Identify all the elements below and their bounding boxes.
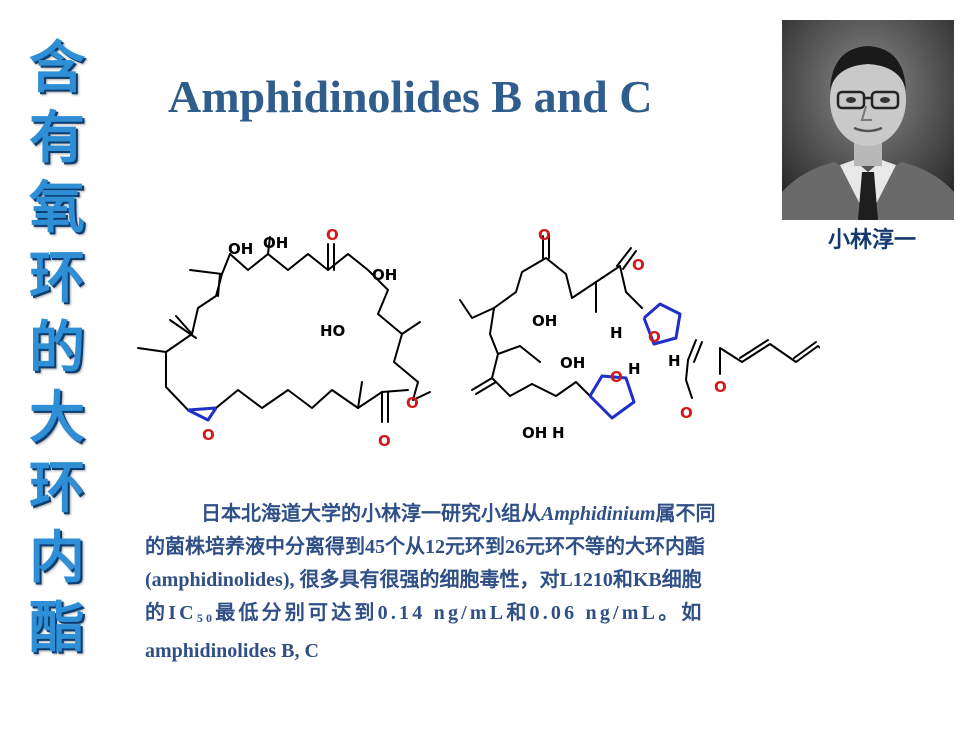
paragraph-line-1: 日本北海道大学的小林淳一研究小组从Amphidinium属不同 xyxy=(145,498,937,531)
paragraph-text: 属不同 xyxy=(655,503,716,525)
paragraph-line-5: amphidinolides B, C xyxy=(145,640,319,662)
portrait-illustration xyxy=(782,20,954,220)
label-h: H xyxy=(552,424,565,442)
paragraph-line-4: 的IC50最低分别可达到0.14 ng/mL和0.06 ng/mL。如 xyxy=(145,597,937,635)
label-carbonyl-o: O xyxy=(326,226,339,244)
label-oh: OH xyxy=(228,240,253,258)
label-ring-o: O xyxy=(610,368,623,386)
label-h: H xyxy=(668,352,681,370)
vertical-title-char: 大 xyxy=(29,386,85,451)
paragraph-line-2: 的菌株培养液中分离得到45个从12元环到26元环不等的大环内酯 xyxy=(145,536,705,558)
label-ho: HO xyxy=(320,322,345,340)
label-oh: OH xyxy=(263,234,288,252)
thf-ring-bonds xyxy=(588,302,682,420)
label-epoxide-o: O xyxy=(202,426,215,444)
label-ring-o: O xyxy=(648,328,661,346)
vertical-title-char: 的 xyxy=(29,316,85,381)
slide-title: Amphidinolides B and C xyxy=(168,71,653,122)
vertical-title-char: 环 xyxy=(29,246,85,311)
label-h: H xyxy=(610,324,623,342)
paragraph-line-3: (amphidinolides), 很多具有很强的细胞毒性，对L1210和KB细… xyxy=(145,569,702,591)
vertical-title-char: 氧 xyxy=(29,176,85,241)
label-carbonyl-o: O xyxy=(378,432,391,450)
subscript: 50 xyxy=(196,611,216,625)
label-carbonyl-o: O xyxy=(538,226,551,244)
label-oh: OH xyxy=(560,354,585,372)
label-oh: OH xyxy=(372,266,397,284)
vertical-title-char: 酯 xyxy=(29,596,85,661)
epoxide-bonds xyxy=(187,406,218,422)
paragraph-text: 日本北海道大学的小林淳一研究小组从 xyxy=(201,503,541,525)
label-oh: OH xyxy=(532,312,557,330)
photo-caption: 小林淳一 xyxy=(827,228,916,253)
label-carbonyl-o: O xyxy=(632,256,645,274)
amphidinolide-c-structure xyxy=(459,235,820,399)
vertical-title-char: 内 xyxy=(29,526,85,591)
label-h: H xyxy=(628,360,641,378)
molecule-structures: OH OH O OH HO O O O O O O O OH OH xyxy=(137,226,820,450)
label-ester-o: O xyxy=(714,378,727,396)
portrait-photo xyxy=(782,20,954,220)
vertical-title-char: 含 xyxy=(29,36,85,101)
label-carbonyl-o: O xyxy=(680,404,693,422)
label-oh: OH xyxy=(522,424,547,442)
genus-name: Amphidinium xyxy=(541,503,656,525)
body-paragraph: 日本北海道大学的小林淳一研究小组从Amphidinium属不同 的菌株培养液中分… xyxy=(145,498,937,668)
label-ester-o: O xyxy=(406,394,419,412)
vertical-title-char: 环 xyxy=(29,456,85,521)
vertical-title-char: 有 xyxy=(29,106,85,171)
amphidinolide-b-structure xyxy=(137,236,431,423)
vertical-title: 含 有 氧 环 的 大 环 内 酯 xyxy=(14,34,100,664)
paragraph-text: 最低分别可达到0.14 ng/mL和0.06 ng/mL。如 xyxy=(215,602,705,624)
paragraph-text: 的IC xyxy=(145,602,197,624)
